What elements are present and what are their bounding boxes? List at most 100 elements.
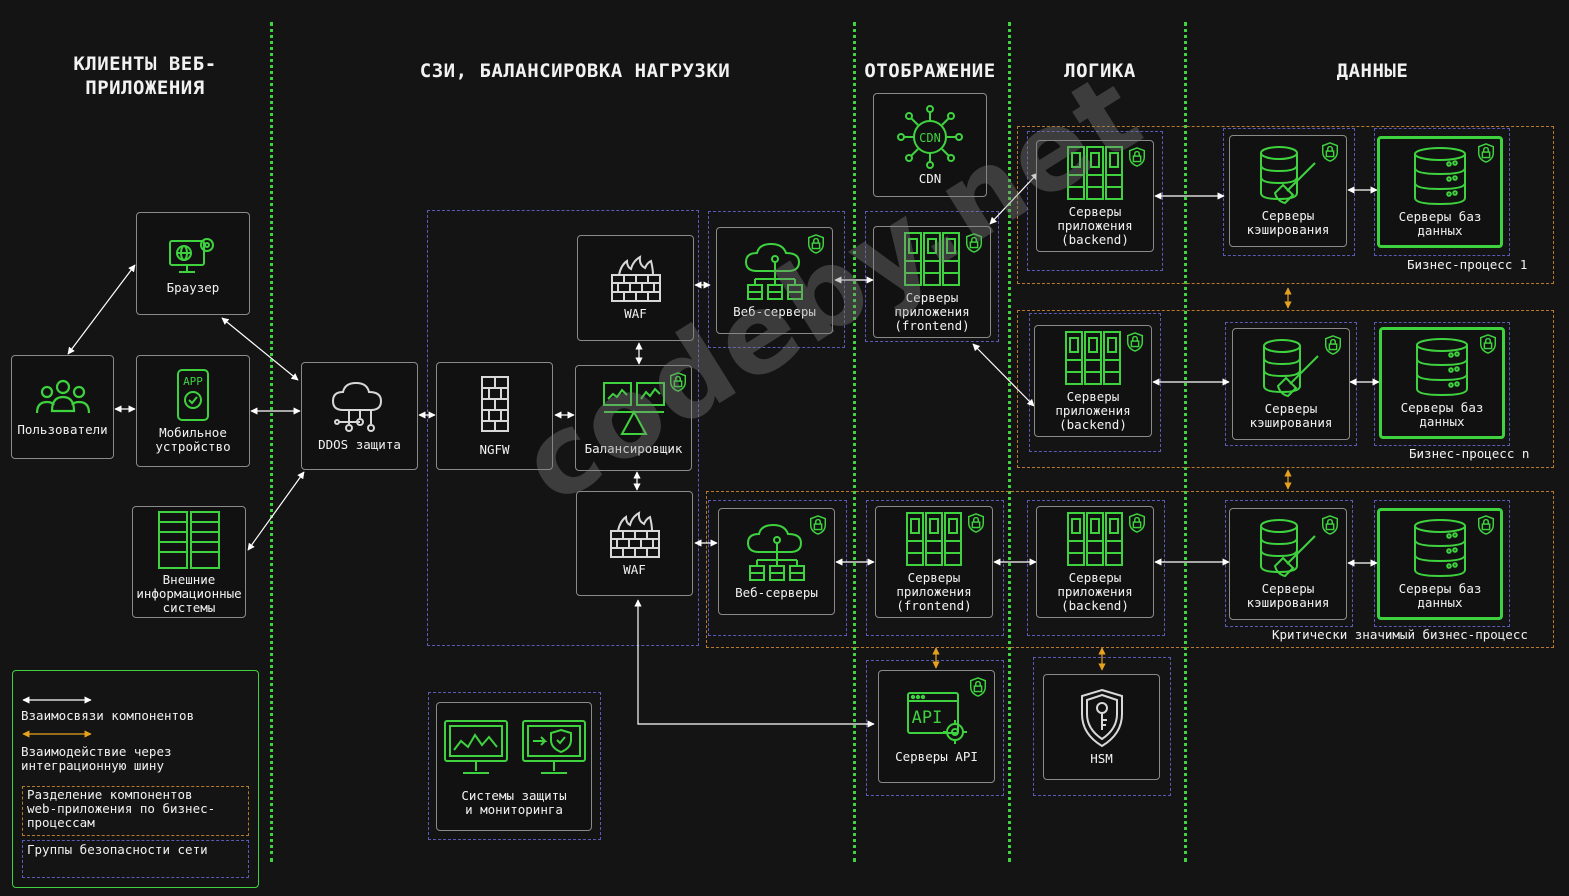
db-1-node[interactable]: Серверы баз данных <box>1377 136 1503 248</box>
db-n-node[interactable]: Серверы баз данных <box>1379 327 1505 439</box>
legend-bus-label: Взаимодействие через интеграционную шину <box>21 744 172 773</box>
db-n-label: Серверы баз данных <box>1400 400 1484 429</box>
cache-critical-node[interactable]: Серверы кэширования <box>1229 508 1347 620</box>
browser-icon <box>167 233 219 277</box>
users-node[interactable]: Пользователи <box>11 355 114 459</box>
firewall-fire-icon <box>609 255 663 303</box>
szi-security-group <box>427 210 699 646</box>
web-servers-top-label: Веб-серверы <box>733 303 816 319</box>
critical-process-label: Критически значимый бизнес-процесс <box>1272 627 1528 642</box>
cache-database-icon <box>1260 338 1322 398</box>
balancer-label: Балансировщик <box>584 441 683 456</box>
monitoring-node[interactable]: Системы защиты и мониторинга <box>436 702 592 831</box>
backend-n-label: Серверы приложения (backend) <box>1055 389 1131 432</box>
link-wafbottom-api <box>634 599 875 728</box>
legend-white-arrow <box>22 696 92 704</box>
database-icon <box>1411 146 1469 206</box>
monitoring-screens-icon <box>441 717 587 779</box>
mobile-app-icon: APP <box>175 368 211 422</box>
mobile-node[interactable]: APP Мобильное устройство <box>136 355 250 467</box>
database-icon <box>1411 518 1469 578</box>
cloud-servers-icon <box>743 242 807 301</box>
web-servers-bottom-node[interactable]: Веб-серверы <box>718 508 835 615</box>
legend-panel: Взаимосвязи компонентов Взаимодействие ч… <box>12 670 259 888</box>
browser-label: Браузер <box>166 279 220 295</box>
cache-1-label: Серверы кэширования <box>1246 208 1330 237</box>
header-display: ОТОБРАЖЕНИЕ <box>864 60 996 82</box>
frontend-top-label: Серверы приложения (frontend) <box>894 290 970 333</box>
backend-critical-label: Серверы приложения (backend) <box>1057 570 1133 613</box>
backend-1-node[interactable]: Серверы приложения (backend) <box>1036 140 1154 252</box>
cdn-network-icon: CDN <box>895 104 965 170</box>
api-servers-node[interactable]: API Серверы API <box>878 670 995 783</box>
hsm-node[interactable]: HSM <box>1043 674 1160 780</box>
shield-lock-icon <box>968 513 984 533</box>
cache-critical-label: Серверы кэширования <box>1246 581 1330 610</box>
legend-relations-label: Взаимосвязи компонентов <box>21 708 195 723</box>
separator-logic <box>1008 22 1011 862</box>
db-1-label: Серверы баз данных <box>1398 209 1482 238</box>
ngfw-label: NGFW <box>479 442 510 457</box>
cdn-node[interactable]: CDN CDN <box>873 93 987 197</box>
cdn-label: CDN <box>918 171 942 186</box>
shield-lock-icon <box>1129 147 1145 167</box>
ddos-node[interactable]: DDOS защита <box>301 362 418 470</box>
backend-critical-node[interactable]: Серверы приложения (backend) <box>1036 506 1154 618</box>
cache-n-node[interactable]: Серверы кэширования <box>1232 328 1350 440</box>
link-users-browser <box>67 264 136 355</box>
shield-lock-icon <box>810 515 826 535</box>
ddos-label: DDOS защита <box>318 437 401 452</box>
waf-bottom-label: WAF <box>623 561 646 577</box>
legend-process-swatch: Разделение компонентов web-приложения по… <box>22 786 249 836</box>
header-data: ДАННЫЕ <box>1336 60 1409 82</box>
separator-display <box>853 22 856 862</box>
shield-lock-icon <box>1478 515 1494 535</box>
cache-database-icon <box>1257 518 1319 578</box>
cloud-servers-icon <box>745 523 809 582</box>
separator-clients <box>270 22 273 862</box>
hsm-label: HSM <box>1090 751 1113 766</box>
waf-top-label: WAF <box>624 306 647 321</box>
server-rack-icon <box>156 509 222 571</box>
svg-text:APP: APP <box>183 375 203 388</box>
legend-groups-label: Группы безопасности сети <box>27 842 208 857</box>
link-external-ddos <box>247 471 305 551</box>
header-logic: ЛОГИКА <box>1064 60 1136 82</box>
legend-separation-label: Разделение компонентов web-приложения по… <box>27 787 216 830</box>
cloud-network-icon <box>329 380 391 434</box>
backend-n-node[interactable]: Серверы приложения (backend) <box>1034 325 1152 437</box>
shield-lock-icon <box>808 234 824 254</box>
frontend-bottom-label: Серверы приложения (frontend) <box>896 570 972 613</box>
frontend-bottom-security-group <box>866 500 1004 636</box>
link-frontend-backend1 <box>989 172 1039 225</box>
app-servers-icon <box>1064 330 1122 386</box>
users-icon <box>33 377 93 419</box>
app-servers-icon <box>903 231 961 287</box>
legend-group-swatch: Группы безопасности сети <box>22 840 249 878</box>
shield-lock-icon <box>1322 142 1338 162</box>
app-servers-icon <box>1066 511 1124 567</box>
browser-node[interactable]: Браузер <box>136 212 250 315</box>
balancer-node[interactable]: Балансировщик <box>575 365 692 471</box>
frontend-top-node[interactable]: Серверы приложения (frontend) <box>873 226 991 338</box>
backend-c-security-group <box>1027 500 1165 636</box>
waf-top-node[interactable]: WAF <box>577 235 694 341</box>
waf-bottom-node[interactable]: WAF <box>576 491 693 596</box>
api-servers-label: Серверы API <box>895 748 978 764</box>
cache-1-node[interactable]: Серверы кэширования <box>1229 135 1347 247</box>
firewall-fire-icon <box>608 510 662 559</box>
critical-process-frame <box>706 491 1554 648</box>
web-servers-top-node[interactable]: Веб-серверы <box>716 227 833 334</box>
frontend-bottom-node[interactable]: Серверы приложения (frontend) <box>875 506 993 618</box>
link-frontend-backendn <box>972 343 1035 407</box>
business-process-1-label: Бизнес-процесс 1 <box>1407 257 1528 272</box>
svg-text:CDN: CDN <box>919 131 941 145</box>
database-icon <box>1413 337 1471 397</box>
balancer-icon <box>602 380 666 438</box>
ngfw-node[interactable]: NGFW <box>436 362 553 470</box>
db-critical-node[interactable]: Серверы баз данных <box>1377 508 1503 620</box>
cache-n-label: Серверы кэширования <box>1249 401 1333 430</box>
external-systems-node[interactable]: Внешние информационные системы <box>132 506 246 618</box>
monitoring-label: Системы защиты и мониторинга <box>461 787 567 817</box>
